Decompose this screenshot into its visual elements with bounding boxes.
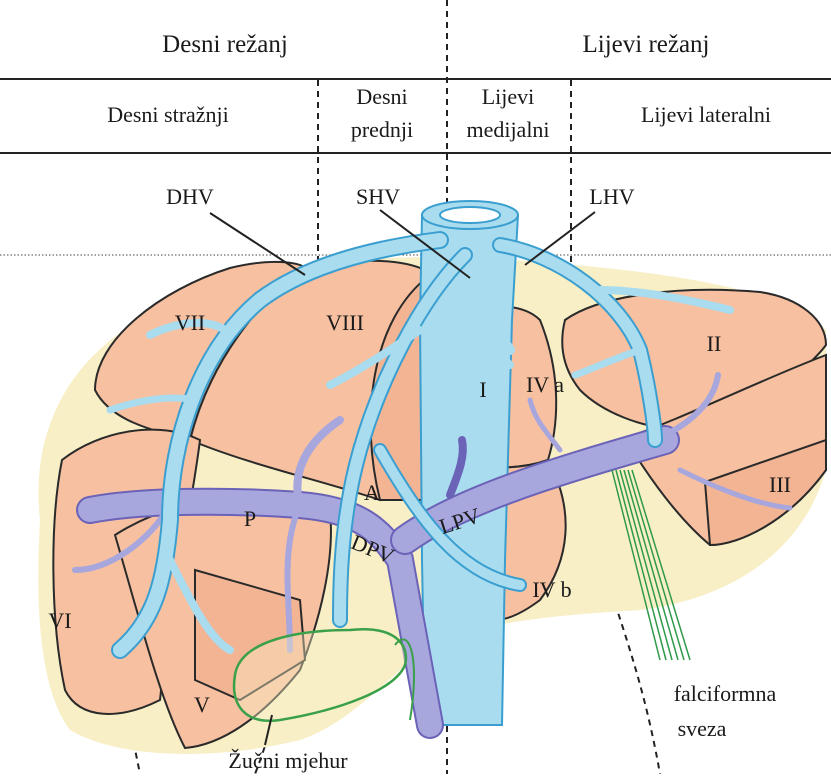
right-posterior-label: Desni stražnji xyxy=(107,102,229,127)
left-medial-label-line1: Lijevi xyxy=(482,84,535,109)
segment-label-vi: VI xyxy=(48,608,71,633)
right-anterior-label-line2: prednji xyxy=(351,117,413,142)
segment-label-viii: VIII xyxy=(326,310,364,335)
segment-label-v: V xyxy=(194,692,210,717)
segment-label-iii: III xyxy=(769,472,791,497)
label-shv: SHV xyxy=(356,184,400,209)
label-a: A xyxy=(364,480,380,505)
label-p: P xyxy=(244,506,256,531)
label-dhv: DHV xyxy=(166,184,214,209)
segment-label-ivb: IV b xyxy=(532,577,571,602)
segment-label-vii: VII xyxy=(175,310,206,335)
left-lateral-label: Lijevi lateralni xyxy=(641,102,771,127)
segment-label-i: I xyxy=(479,377,486,402)
right-lobe-heading: Desni režanj xyxy=(162,31,288,58)
segment-label-ii: II xyxy=(707,331,722,356)
label-falciform-line2: sveza xyxy=(678,716,727,741)
label-gallbladder: Žučni mjehur xyxy=(228,748,348,773)
segment-label-iva: IV a xyxy=(526,372,564,397)
label-lhv: LHV xyxy=(589,184,634,209)
label-falciform-line1: falciformna xyxy=(674,681,777,706)
left-medial-label-line2: medijalni xyxy=(466,117,549,142)
left-lobe-heading: Lijevi režanj xyxy=(582,31,709,58)
right-anterior-label-line1: Desni xyxy=(356,84,407,109)
